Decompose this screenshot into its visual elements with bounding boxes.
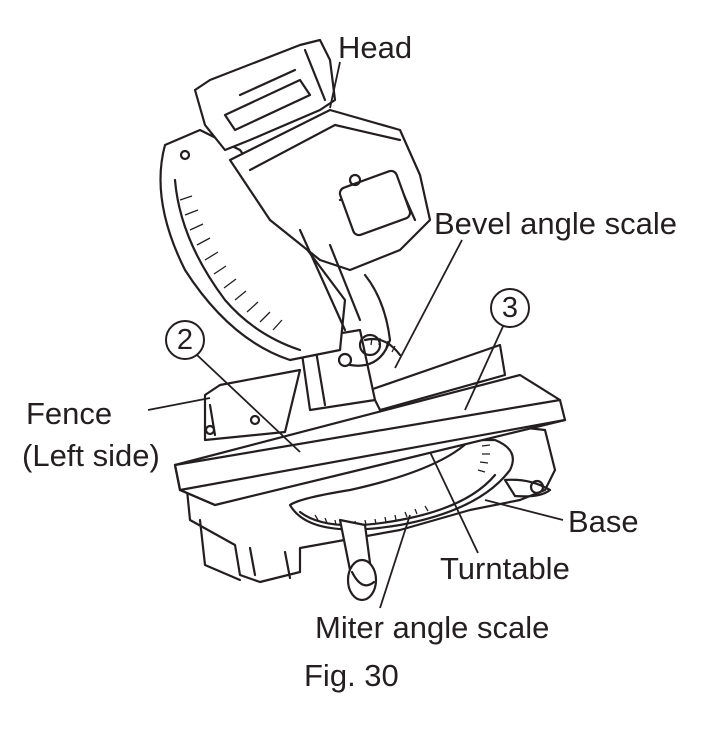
bevel-scale — [363, 337, 402, 357]
callout-2: 2 — [165, 320, 205, 360]
label-fence: Fence — [26, 396, 113, 431]
label-miter-angle-scale: Miter angle scale — [315, 610, 550, 645]
label-bevel-angle-scale: Bevel angle scale — [434, 206, 677, 241]
blade-guard — [159, 128, 347, 362]
label-head: Head — [338, 30, 413, 65]
figure-caption: Fig. 30 — [304, 658, 399, 693]
fence — [203, 343, 507, 442]
label-fence-left-side: (Left side) — [22, 438, 160, 473]
sub-fence-bar — [173, 373, 567, 507]
leader-lines — [147, 61, 564, 609]
saw-head — [228, 108, 432, 367]
label-base: Base — [568, 504, 639, 539]
miter-lock-handle — [338, 518, 378, 602]
label-turntable: Turntable — [440, 551, 570, 586]
saw-handle — [193, 38, 337, 152]
callout-3: 3 — [490, 288, 530, 328]
